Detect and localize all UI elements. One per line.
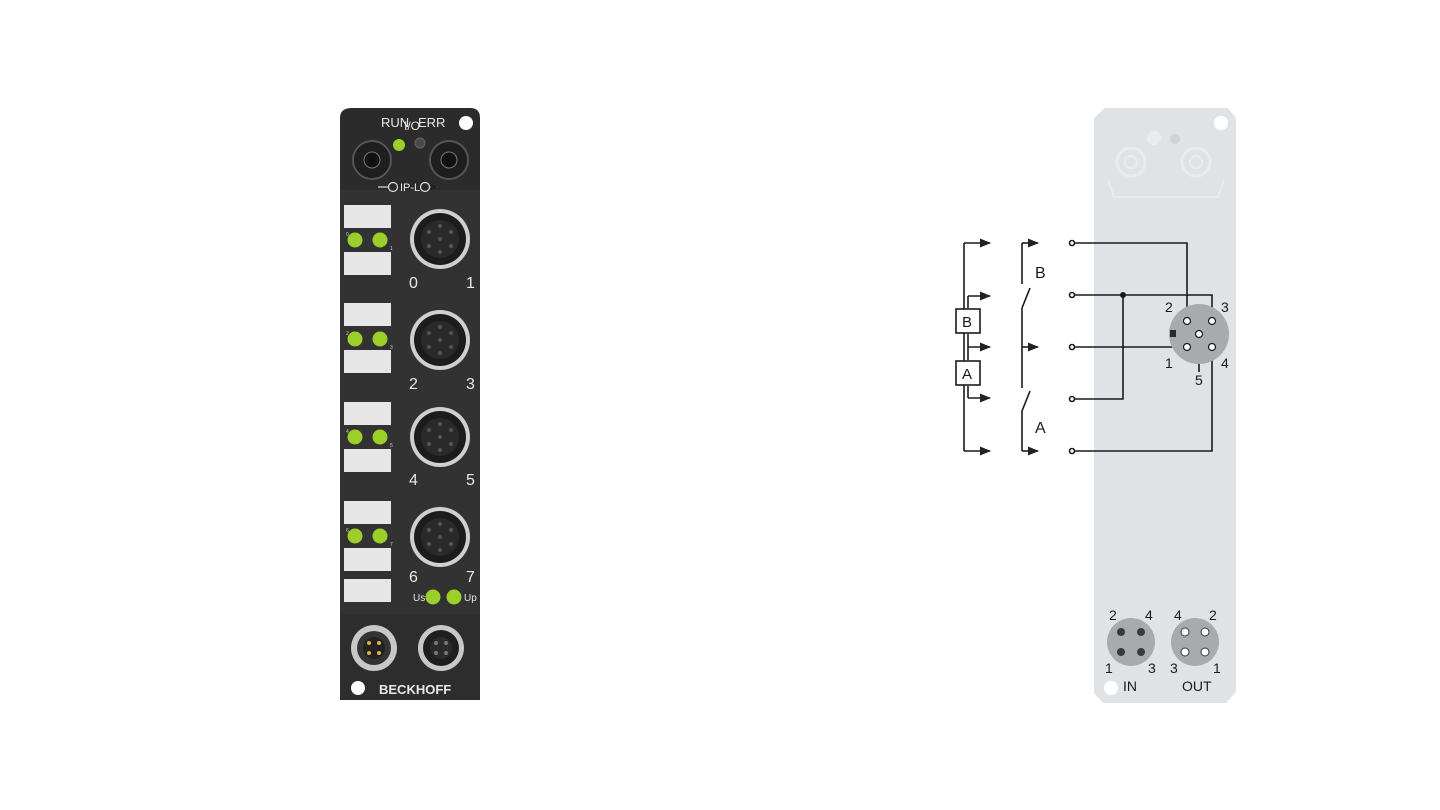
err-label: ERR xyxy=(418,115,445,130)
out-pin-4-label: 4 xyxy=(1174,607,1182,623)
power-out-pinout xyxy=(1171,618,1219,666)
out-pin-1-label: 1 xyxy=(1213,660,1221,676)
m12-socket[interactable] xyxy=(410,310,470,370)
channel-led xyxy=(372,331,388,347)
led-index: 3 xyxy=(390,345,393,351)
led-index: 5 xyxy=(390,443,393,449)
label-plate xyxy=(344,579,391,602)
pin-5-label: 5 xyxy=(1195,372,1203,388)
label-plate xyxy=(344,252,391,275)
channel-number: 3 xyxy=(466,376,475,393)
label-plate xyxy=(344,350,391,373)
led-index: 4 xyxy=(346,429,349,435)
ethernet-port-in[interactable] xyxy=(352,140,392,180)
us-label: Us xyxy=(413,593,425,604)
in-pin-3-label: 3 xyxy=(1148,660,1156,676)
channel-led xyxy=(372,429,388,445)
io-module: RUN I/O ERR IP-L 0 1 xyxy=(340,108,480,700)
channel-number: 1 xyxy=(466,275,475,292)
label-plate xyxy=(344,548,391,571)
label-plate xyxy=(344,449,391,472)
power-in-pinout xyxy=(1107,618,1155,666)
mount-hole-top xyxy=(459,116,473,130)
channel-number: 7 xyxy=(466,569,475,586)
led-index: 7 xyxy=(390,542,393,548)
pin-3-label: 3 xyxy=(1221,299,1229,315)
power-connector-in[interactable] xyxy=(351,625,397,671)
channel-led xyxy=(347,232,363,248)
channel-led xyxy=(347,429,363,445)
channel-number: 5 xyxy=(466,472,475,489)
power-connector-out[interactable] xyxy=(418,625,464,671)
coil-b-label: B xyxy=(962,314,972,331)
led-index: 2 xyxy=(346,331,349,337)
run-led xyxy=(393,139,405,151)
channel-led xyxy=(347,528,363,544)
channel-led xyxy=(372,232,388,248)
m12-socket[interactable] xyxy=(410,507,470,567)
pin-1-label: 1 xyxy=(1165,355,1173,371)
channel-led xyxy=(372,528,388,544)
label-plate xyxy=(344,303,391,326)
switch-a-label: A xyxy=(1035,420,1046,437)
in-pin-1-label: 1 xyxy=(1105,660,1113,676)
coil-b-box: B xyxy=(955,308,981,334)
junction-dot xyxy=(1120,292,1126,298)
coil-a-label: A xyxy=(962,366,972,383)
in-pin-4-label: 4 xyxy=(1145,607,1153,623)
up-led xyxy=(446,589,462,605)
up-label: Up xyxy=(464,593,477,604)
channel-group-6-7: 6 7 6 7 xyxy=(344,501,475,602)
switch-b-label: B xyxy=(1035,265,1046,282)
channel-number: 4 xyxy=(409,472,418,489)
channel-group-2-3: 2 3 2 3 xyxy=(344,303,475,393)
channel-number: 2 xyxy=(409,376,418,393)
in-pin-2-label: 2 xyxy=(1109,607,1117,623)
m12-pinout xyxy=(1169,304,1229,364)
ethernet-port-out[interactable] xyxy=(429,140,469,180)
brand-logo: BECKHOFF xyxy=(379,682,451,697)
coil-a-box: A xyxy=(955,360,981,386)
out-label: OUT xyxy=(1182,678,1212,694)
channel-group-4-5: 4 5 4 5 xyxy=(344,402,475,489)
io-label: I/O xyxy=(404,119,420,133)
label-plate xyxy=(344,205,391,228)
pin-2-label: 2 xyxy=(1165,299,1173,315)
label-plate xyxy=(344,402,391,425)
mount-hole-bottom xyxy=(351,681,365,695)
run-label: RUN xyxy=(381,115,409,130)
out-pin-2-label: 2 xyxy=(1209,607,1217,623)
channel-led xyxy=(347,331,363,347)
err-led xyxy=(414,137,426,149)
pin-4-label: 4 xyxy=(1221,355,1229,371)
label-plate xyxy=(344,501,391,524)
ipl-label: IP-L xyxy=(400,182,420,194)
m12-socket[interactable] xyxy=(410,209,470,269)
channel-number: 6 xyxy=(409,569,418,586)
led-index: 1 xyxy=(390,246,393,252)
m12-socket[interactable] xyxy=(410,407,470,467)
out-pin-3-label: 3 xyxy=(1170,660,1178,676)
led-index: 6 xyxy=(346,528,349,534)
module-outline xyxy=(1094,108,1236,703)
us-led xyxy=(425,589,441,605)
in-label: IN xyxy=(1123,678,1137,694)
channel-group-0-1: 0 1 0 1 xyxy=(344,205,475,292)
channel-number: 0 xyxy=(409,275,418,292)
led-index: 0 xyxy=(346,232,349,238)
